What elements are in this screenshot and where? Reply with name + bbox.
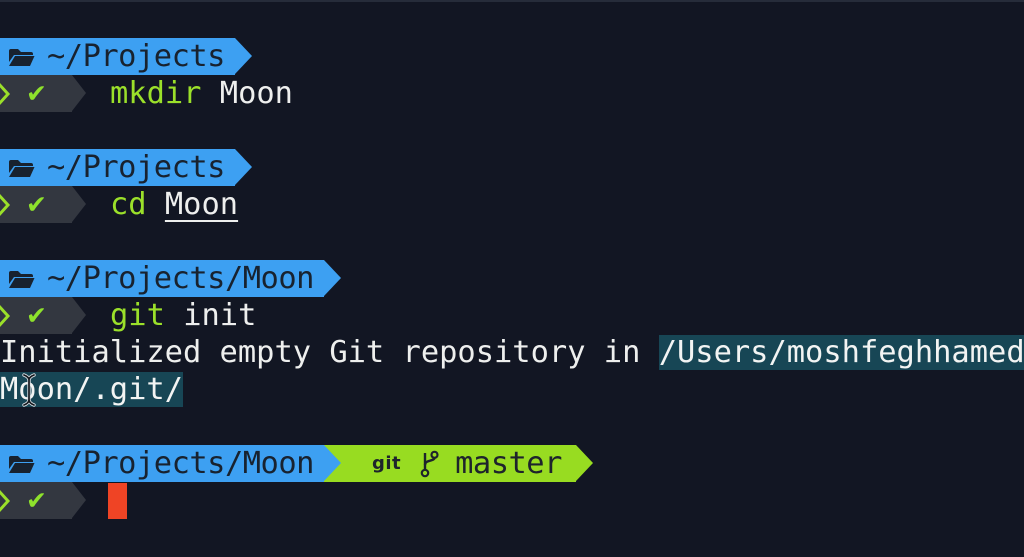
check-icon: ✔ (26, 486, 47, 515)
folder-open-icon (9, 455, 35, 473)
chevron-right-icon (0, 489, 11, 512)
command-argument: Moon (164, 187, 239, 222)
folder-open-icon (9, 270, 35, 288)
chevron-right-icon (0, 82, 11, 105)
command-argument: Moon (219, 76, 293, 111)
blank-row (0, 112, 1024, 149)
blank-row (0, 223, 1024, 260)
command-binary: cd (110, 187, 165, 222)
blank-row (0, 408, 1024, 445)
command-binary: mkdir (110, 76, 220, 111)
repository-path-highlight: /Users/moshfeghhamed (658, 335, 1024, 370)
terminal-cursor (108, 482, 127, 519)
git-branch-segment: git master (323, 445, 593, 482)
prompt-path-row-3: ~/Projects/Moon (0, 260, 1024, 297)
prompt-path: ~/Projects/Moon (47, 261, 314, 296)
prompt-status-segment: ✔ (0, 75, 86, 112)
prompt-path-row-2: ~/Projects (0, 149, 1024, 186)
active-prompt-row[interactable]: ✔ (0, 482, 1024, 519)
check-icon: ✔ (26, 79, 47, 108)
prompt-path-row-1: ~/Projects (0, 38, 1024, 75)
command-text: git init (110, 298, 256, 333)
prompt-path: ~/Projects (47, 150, 225, 185)
prompt-path-segment: ~/Projects/Moon (0, 260, 341, 297)
git-branch-icon (420, 450, 439, 477)
folder-open-icon (9, 48, 35, 66)
terminal-top-padding (0, 2, 1024, 38)
command-row-3: ✔ git init (0, 297, 1024, 334)
prompt-path: ~/Projects (47, 39, 225, 74)
output-text: Initialized empty Git repository in (0, 335, 659, 370)
prompt-path-segment: ~/Projects (0, 149, 252, 186)
prompt-status-segment: ✔ (0, 297, 86, 334)
output-line-1: Initialized empty Git repository in /Use… (0, 334, 1024, 371)
command-binary: git (110, 298, 184, 333)
command-text: cd Moon (110, 187, 238, 222)
prompt-path-row-4: ~/Projects/Moon git master (0, 445, 1024, 482)
folder-open-icon (9, 159, 35, 177)
prompt-status-segment: ✔ (0, 186, 86, 223)
prompt-status-segment: ✔ (0, 482, 86, 519)
git-label: git (371, 453, 402, 474)
prompt-path-segment: ~/Projects/Moon (0, 445, 341, 482)
git-branch-name: master (455, 446, 562, 481)
command-row-1: ✔ mkdir Moon (0, 75, 1024, 112)
prompt-path-segment: ~/Projects (0, 38, 252, 75)
command-text: mkdir Moon (110, 76, 293, 111)
chevron-right-icon (0, 304, 11, 327)
command-row-2: ✔ cd Moon (0, 186, 1024, 223)
check-icon: ✔ (26, 301, 47, 330)
prompt-path: ~/Projects/Moon (47, 446, 314, 481)
chevron-right-icon (0, 193, 11, 216)
command-argument: init (183, 298, 257, 333)
mouse-ibeam-cursor (22, 373, 36, 407)
output-line-2: Moon/.git/ (0, 371, 1024, 408)
check-icon: ✔ (26, 190, 47, 219)
